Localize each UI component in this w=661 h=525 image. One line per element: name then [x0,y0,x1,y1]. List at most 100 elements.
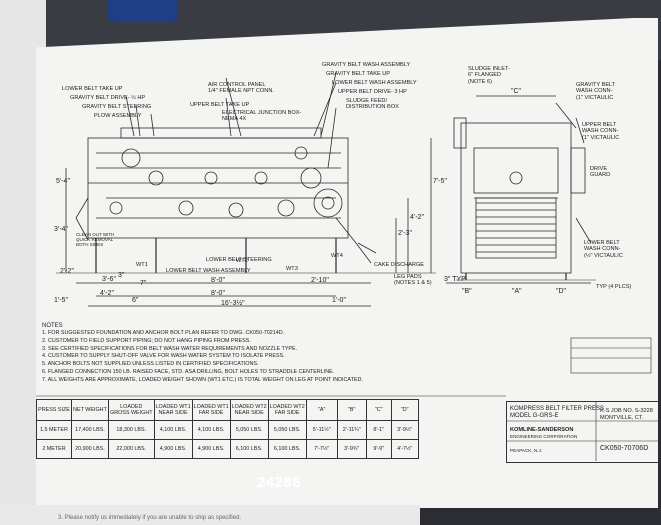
table-header-row: PRESS SIZE NET WEIGHT LOADED GROSS WEIGH… [36,399,419,421]
table-cell: 17,400 LBS. [71,420,109,440]
dim-d: "D" [556,288,567,295]
note-item: 3. SEE CERTIFIED SPECIFICATIONS FOR BELT… [42,345,298,352]
job-number: K-S JOB NO. S-3228 [600,408,653,414]
label-gravity-belt-wash-conn: GRAVITY BELT WASH CONN- (1" VICTAULIC [576,82,616,101]
table-cell: 4,900 LBS. [153,439,193,459]
label-lower-belt-take-up: LOWER BELT TAKE UP [62,86,123,92]
bottom-paper-sheet [0,505,420,525]
bottom-note: 3. Please notify us immediately if you a… [58,515,242,521]
roller [277,199,295,217]
label-lower-belt-wash: LOWER BELT WASH ASSEMBLY [332,80,417,86]
dim-8-0: 8'-0" [211,277,225,284]
label-sludge-inlet: SLUDGE INLET- 6" FLANGED (NOTE 6) [468,66,510,85]
label-wt2: WT2 [236,258,248,264]
table-cell: 3'-9½" [390,420,419,440]
revision-block [570,337,652,374]
label-wt4: WT4 [331,253,343,259]
roller [148,170,164,186]
drawing-title: KOMPRESS BELT FILTER PRESS MODEL G-GRS-E [510,406,605,419]
table-cell: 3'-9¾" [336,439,367,459]
table-cell: 5,050 LBS. [267,420,307,440]
label-wt3: WT3 [286,266,298,272]
dim-16-3: 16'-3½" [221,300,245,307]
gravity-belt-deck [120,127,322,139]
label-upper-belt-drive: UPPER BELT DRIVE- 3 HP [338,89,407,95]
label-gravity-belt-steering: GRAVITY BELT STEERING [82,104,152,110]
drawing-sheet: LOWER BELT TAKE UP GRAVITY BELT DRIVE- ½… [36,18,658,508]
dim-6: 6" [132,297,139,304]
dim-3: 3" [118,272,125,279]
label-upper-belt-take-up: UPPER BELT TAKE UP [190,102,250,108]
table-cell: 6,100 LBS. [229,439,269,459]
table-cell: 4'-7½" [390,439,419,459]
stamp-number: 24286 [257,474,302,491]
dim-7-5: 7'-5" [433,178,447,185]
label-drive-guard: DRIVE GUARD [590,166,611,179]
label-typ-4-plcs: TYP (4 PLCS) [596,284,632,290]
table-header-cell: "C" [365,399,392,421]
dim-1-0: 1'-0" [332,297,346,304]
dim-3-6: 3'-6" [102,276,116,283]
label-clean-out: CLEAN OUT WITH QUICK REMOVAL BOTH SIDES [76,232,115,247]
table-row: 2 METER 20,900 LBS. 22,000 LBS. 4,900 LB… [36,439,419,459]
note-item: 6. FLANGED CONNECTION 150 LB. RAISED FAC… [42,368,335,375]
table-header-cell: "B" [336,399,367,421]
company-city: PEAPACK, N.J. [510,448,543,453]
table-header-cell: "D" [390,399,419,421]
notes-section: NOTES 1. FOR SUGGESTED FOUNDATION AND AN… [42,323,442,385]
label-gravity-belt-take-up: GRAVITY BELT TAKE UP [326,71,391,77]
drawing-number: CK050-70706D [600,445,649,452]
table-cell: 5'-11½" [305,420,338,440]
label-lower-belt-wash-assembly: LOWER BELT WASH ASSEMBLY [166,268,251,274]
note-item: 2. CUSTOMER TO FIELD SUPPORT PIPING; DO … [42,337,251,344]
roller [204,171,218,185]
note-item: 1. FOR SUGGESTED FOUNDATION AND ANCHOR B… [42,330,285,336]
label-electrical-junction-box: ELECTRICAL JUNCTION BOX- NEMA 4X [222,110,302,123]
table-cell: 2 METER [36,439,72,459]
drive-guard [570,147,586,194]
table-header-cell: PRESS SIZE [36,399,72,421]
dim-8-0b: 8'-0" [211,290,225,297]
title-block: KOMPRESS BELT FILTER PRESS MODEL G-GRS-E… [506,401,658,463]
roller [294,146,308,160]
dim-1-5: 1'-5" [54,297,68,304]
notes-heading: NOTES [42,323,63,329]
label-air-control-panel: AIR CONTROL PANEL 1/4" FEMALE NPT CONN. [208,82,274,95]
label-upper-belt-wash-conn: UPPER BELT WASH CONN- (1" VICTAULIC [582,122,620,141]
engineering-drawing [36,72,658,461]
table-cell: 4,100 LBS. [153,420,193,440]
table-header-cell: "A" [305,399,338,421]
table-cell: 7'-7½" [305,439,338,459]
table-header-cell: LOADED WT2 NEAR SIDE [229,399,269,421]
dim-7: 7" [140,280,147,287]
weights-table: PRESS SIZE NET WEIGHT LOADED GROSS WEIGH… [36,399,419,459]
dim-2-3: 2'-3" [398,230,412,237]
dim-c: "C" [511,88,522,95]
drive-roller [313,188,343,218]
table-cell: 2'-11¾" [336,420,367,440]
company-sub: ENGINEERING CORPORATION [510,434,578,439]
label-wt1: WT1 [136,262,148,268]
table-cell: 1.5 METER [36,420,72,440]
label-gravity-belt-wash: GRAVITY BELT WASH ASSEMBLY [322,62,411,68]
label-leg-pads: LEG PADS (NOTES 1 & 5) [394,274,432,287]
roller [178,200,194,216]
label-plow-assembly: PLOW ASSEMBLY [94,113,142,119]
table-cell: 8'-1" [365,420,392,440]
note-item: 5. ANCHOR BOLTS NOT SUPPLIED UNLESS LIST… [42,361,259,368]
company-name: KOMLINE-SANDERSON [510,427,574,433]
dim-3-4: 3'-4" [54,226,68,233]
table-cell: 5,050 LBS. [229,420,269,440]
table-header-cell: LOADED WT2 FAR SIDE [267,399,307,421]
roller [254,171,268,185]
dim-2-10: 2'-10" [311,277,329,284]
dim-b: "B" [462,288,472,295]
job-location: MONTVILLE, CT. [600,415,644,421]
dim-4-2: 4'-2" [410,214,424,221]
roller [228,202,244,218]
table-cell: 4,900 LBS. [191,439,231,459]
label-lower-belt-steering: LOWER BELT STEERING [206,257,272,263]
table-cell: 20,900 LBS. [71,439,109,459]
end-view-outline [460,122,572,274]
label-lower-belt-wash-conn: LOWER BELT WASH CONN- (½" VICTAULIC [584,240,623,259]
